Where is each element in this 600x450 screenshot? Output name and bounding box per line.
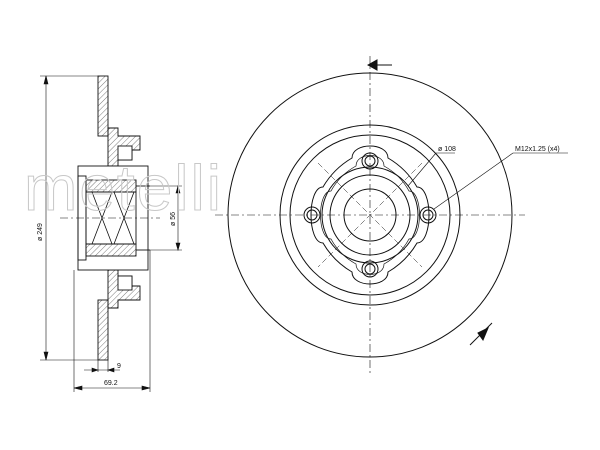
section-arrows (366, 59, 493, 346)
metelli-watermark: metelli (24, 152, 223, 224)
thread-label: M12x1.25 (x4) (515, 146, 560, 153)
disc-ring-upper (97, 75, 109, 137)
disc-thickness-label: 9 (117, 363, 121, 370)
stud-boss-lower (117, 275, 133, 291)
side-dimensions (40, 75, 182, 392)
front-leaders (407, 152, 568, 210)
outer-diameter-label: ø 249 (37, 223, 44, 241)
hub-flange-outline (310, 145, 430, 285)
hub-flange-inner (320, 155, 420, 275)
overall-height-label: 69.2 (104, 380, 118, 387)
disc-ring-lower (97, 299, 109, 361)
stud-hole-left (303, 206, 321, 224)
bore-diameter-label: ø 56 (170, 212, 177, 226)
front-centerline-diag-2 (317, 162, 423, 268)
pcd-label: ø 108 (438, 146, 456, 153)
bearing-shell-bottom (85, 243, 137, 257)
front-view (215, 56, 525, 375)
side-section-view (60, 75, 160, 361)
section-arrow-top (366, 59, 378, 71)
bearing-rollers (91, 191, 135, 245)
stud-boss-upper (117, 145, 133, 161)
section-arrow-bottom (477, 326, 489, 342)
